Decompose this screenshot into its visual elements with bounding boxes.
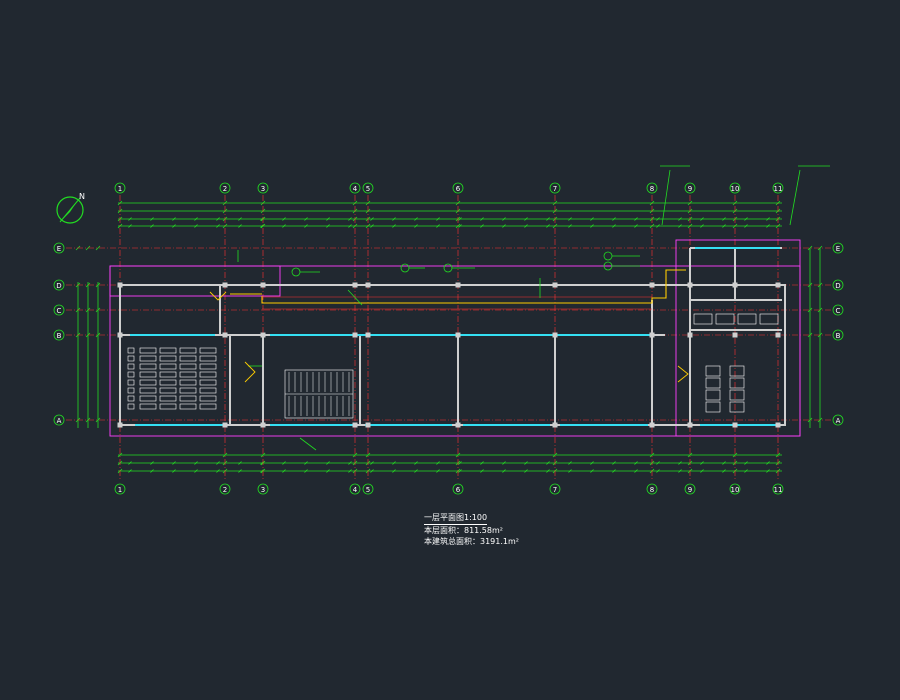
building-outline — [109, 239, 801, 437]
axis-bubble-9: 9 — [684, 483, 696, 495]
stair-steps — [288, 372, 350, 416]
drawing-caption: 一层平面图1:100 本层面积：811.58m² 本建筑总面积：3191.1m² — [424, 512, 519, 547]
axis-bubble-D: D — [832, 279, 844, 291]
axis-bubble-E: E — [832, 242, 844, 254]
axis-bubble-5: 5 — [362, 182, 374, 194]
drawing-title: 一层平面图1:100 — [424, 512, 488, 525]
axis-bubble-10: 10 — [729, 483, 741, 495]
axis-bubble-6: 6 — [452, 483, 464, 495]
svg-text:E: E — [57, 245, 61, 253]
annotation-leaders — [237, 165, 830, 451]
stair-arrows — [209, 291, 689, 383]
svg-text:8: 8 — [650, 185, 654, 193]
axis-bubble-7: 7 — [549, 182, 561, 194]
walls — [119, 247, 786, 426]
axis-bubble-C: C — [832, 304, 844, 316]
total-area-text: 本建筑总面积：3191.1m² — [424, 537, 519, 546]
axis-bubble-2: 2 — [219, 182, 231, 194]
axis-bubble-B: B — [53, 329, 65, 341]
axis-bubble-B: B — [832, 329, 844, 341]
svg-text:7: 7 — [553, 486, 557, 494]
top-dimension-chain — [118, 202, 782, 227]
svg-text:A: A — [57, 417, 62, 425]
svg-text:10: 10 — [731, 185, 740, 193]
axis-bubble-A: A — [53, 414, 65, 426]
svg-text:C: C — [836, 307, 841, 315]
structural-columns — [117, 282, 781, 428]
svg-text:E: E — [836, 245, 840, 253]
svg-text:2: 2 — [223, 185, 227, 193]
svg-text:4: 4 — [353, 486, 358, 494]
staircase — [284, 369, 354, 419]
axis-bubble-4: 4 — [349, 483, 361, 495]
svg-text:4: 4 — [353, 185, 358, 193]
axis-bubble-10: 10 — [729, 182, 741, 194]
svg-text:11: 11 — [774, 486, 783, 494]
corridor-route — [230, 269, 686, 304]
axis-bubble-3: 3 — [257, 483, 269, 495]
svg-text:D: D — [835, 282, 840, 290]
corridor-walls — [262, 296, 652, 310]
svg-text:9: 9 — [688, 486, 692, 494]
axis-bubble-4: 4 — [349, 182, 361, 194]
north-arrow-icon: N — [56, 192, 85, 224]
svg-text:B: B — [57, 332, 62, 340]
svg-text:A: A — [836, 417, 841, 425]
axis-bubble-11: 11 — [772, 483, 784, 495]
axis-bubble-1: 1 — [114, 182, 126, 194]
axis-bubble-D: D — [53, 279, 65, 291]
svg-text:5: 5 — [366, 185, 370, 193]
svg-text:2: 2 — [223, 486, 227, 494]
side-dimension-chains — [77, 248, 821, 428]
svg-text:10: 10 — [731, 486, 740, 494]
north-label: N — [79, 192, 85, 201]
floor-area-text: 本层面积：811.58m² — [424, 526, 503, 535]
svg-text:6: 6 — [456, 185, 461, 193]
lecture-hall-seats — [127, 347, 217, 410]
axis-bubble-1: 1 — [114, 483, 126, 495]
svg-text:7: 7 — [553, 185, 557, 193]
axis-bubble-6: 6 — [452, 182, 464, 194]
svg-text:5: 5 — [366, 486, 370, 494]
axis-bubble-7: 7 — [549, 483, 561, 495]
axis-bubble-C: C — [53, 304, 65, 316]
axis-bubble-9: 9 — [684, 182, 696, 194]
axis-bubble-8: 8 — [646, 182, 658, 194]
svg-text:D: D — [56, 282, 61, 290]
toilet-stalls — [693, 313, 779, 413]
svg-text:8: 8 — [650, 486, 654, 494]
axis-bubble-2: 2 — [219, 483, 231, 495]
axis-bubble-11: 11 — [772, 182, 784, 194]
bottom-dimension-chain — [118, 454, 782, 472]
svg-text:11: 11 — [774, 185, 783, 193]
axis-bubble-3: 3 — [257, 182, 269, 194]
axis-bubble-E: E — [53, 242, 65, 254]
axis-bubble-5: 5 — [362, 483, 374, 495]
axis-grid-lines — [66, 195, 832, 480]
svg-text:1: 1 — [118, 185, 122, 193]
svg-text:3: 3 — [261, 486, 265, 494]
dimension-ticks — [75, 200, 823, 474]
svg-text:6: 6 — [456, 486, 461, 494]
svg-text:C: C — [57, 307, 62, 315]
axis-bubble-A: A — [832, 414, 844, 426]
svg-text:9: 9 — [688, 185, 692, 193]
svg-text:1: 1 — [118, 486, 122, 494]
svg-text:B: B — [836, 332, 841, 340]
svg-text:3: 3 — [261, 185, 265, 193]
axis-bubble-8: 8 — [646, 483, 658, 495]
